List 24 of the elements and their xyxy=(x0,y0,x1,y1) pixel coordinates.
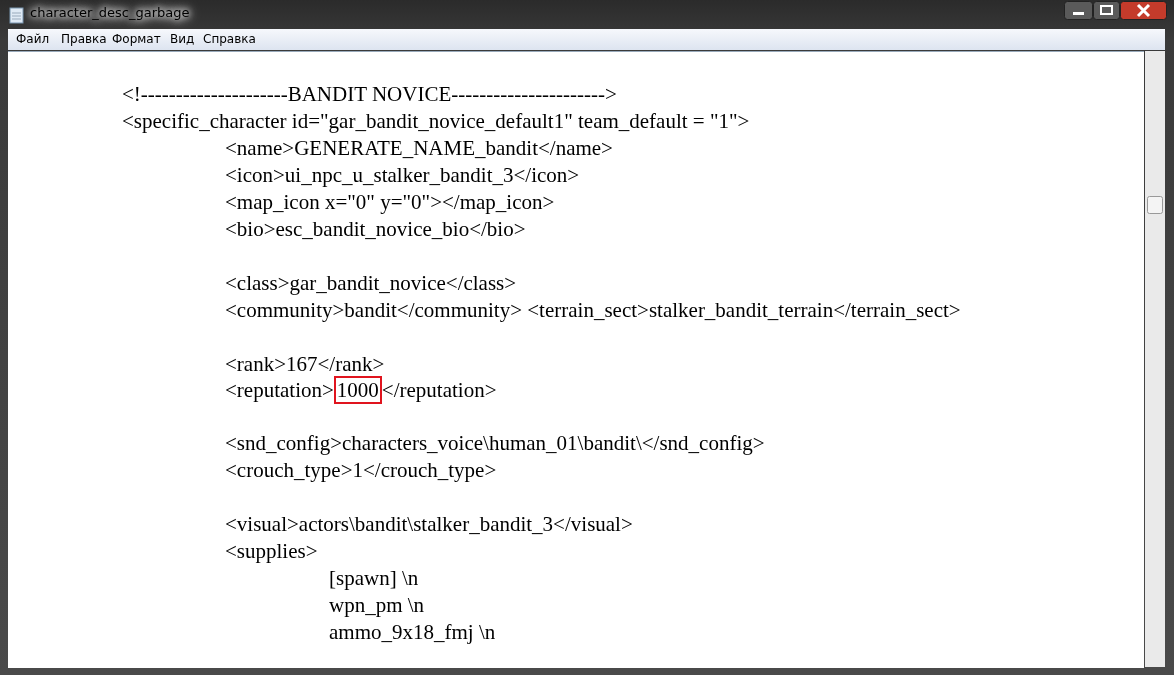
code-line: <snd_config>characters_voice\human_01\bandit\</snd_config> xyxy=(225,431,765,455)
menu-item: Справка xyxy=(203,32,256,46)
code-line: <name>GENERATE_NAME_bandit</name> xyxy=(225,136,613,160)
highlighted-value: 1000 xyxy=(333,376,382,404)
code-line: <icon>ui_npc_u_stalker_bandit_3</icon> xyxy=(225,163,580,187)
code-line: <!---------------------BANDIT NOVICE----------------------> xyxy=(122,82,617,106)
menu-item: Правка xyxy=(61,32,107,46)
code-line: <rank>167</rank> xyxy=(225,352,385,376)
code-line: [spawn] \n xyxy=(329,566,419,590)
code-line: <specific_character id="gar_bandit_novice_default1" team_default = "1"> xyxy=(122,109,750,133)
code-line: <crouch_type>1</crouch_type> xyxy=(225,458,497,482)
code-line: <class>gar_bandit_novice</class> xyxy=(225,271,517,295)
code-text: <reputation> xyxy=(225,378,334,402)
code-line: <bio>esc_bandit_novice_bio</bio> xyxy=(225,217,526,241)
code-text: </reputation> xyxy=(381,378,497,402)
menu-item: Вид xyxy=(170,32,195,46)
code-line: ammo_9x18_fmj \n xyxy=(329,620,496,644)
code-line: <community>bandit</community> <terrain_sect>stalker_bandit_terrain</terrain_sect> xyxy=(225,298,961,322)
menu-item: Файл xyxy=(16,32,50,46)
code-line: wpn_pm \n xyxy=(329,593,425,617)
code-line: <visual>actors\bandit\stalker_bandit_3</visual> xyxy=(225,512,633,536)
code-line: <map_icon x="0" y="0"></map_icon> xyxy=(225,190,555,214)
code-line: <supplies> xyxy=(225,539,318,563)
menu-item: Формат xyxy=(112,32,161,46)
